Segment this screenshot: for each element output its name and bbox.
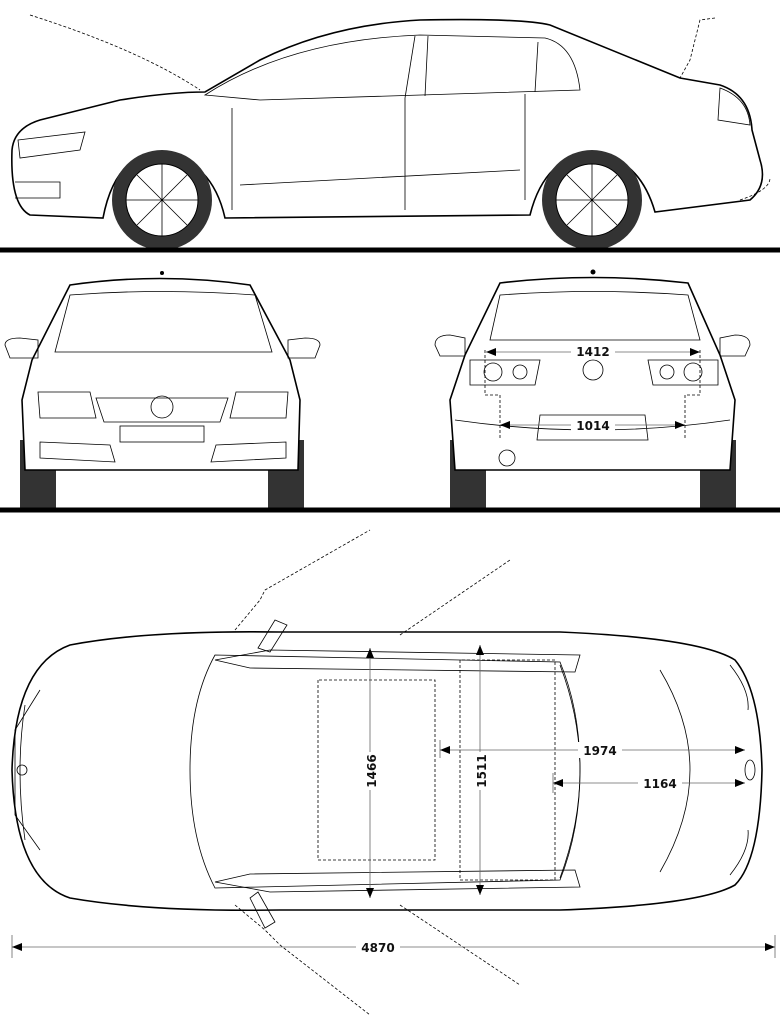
dim-rear-seat-to-rear: 1164 [643,777,676,791]
side-window-line [203,34,581,101]
top-body-outline [11,630,763,912]
dim-rear-bumper-width: 1014 [576,419,609,433]
front-view [4,271,321,508]
vw-logo-rear [582,359,604,381]
license-plate [119,425,205,443]
side-view [0,14,780,253]
vw-logo-front [150,395,174,419]
dim-overall-length: 4870 [361,941,394,955]
dim-cabin-length: 1974 [583,744,616,758]
leader-line [29,14,771,201]
top-view: 1466 1511 1974 1164 4870 [11,529,776,1016]
exhaust [498,449,516,467]
dim-rear-track-width: 1412 [576,345,609,359]
dim-front-interior-width: 1466 [365,754,379,787]
dim-rear-interior-width: 1511 [475,754,489,787]
rear-view: 1412 1014 [0,269,780,513]
